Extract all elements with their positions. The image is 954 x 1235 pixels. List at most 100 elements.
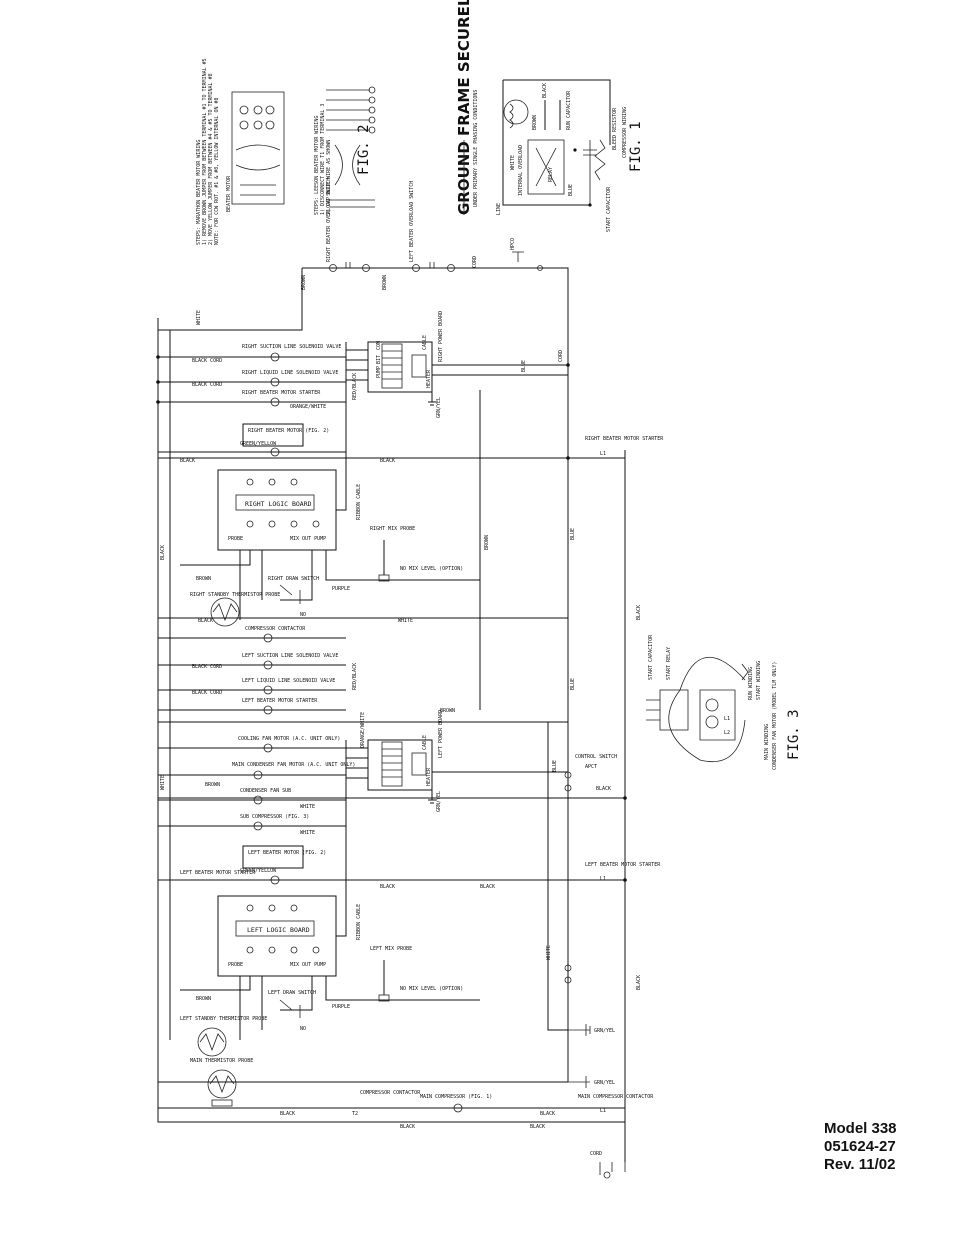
fig3: START CAPACITOR START RELAY RUN WINDING … bbox=[646, 634, 802, 770]
right-liquid-valve-label: RIGHT LIQUID LINE SOLENOID VALVE bbox=[242, 370, 338, 376]
grnyel-right-label: GRN/YEL bbox=[436, 397, 442, 418]
left-black-cord-2: BLACK CORD bbox=[192, 690, 222, 696]
fig1-brown: BROWN bbox=[532, 115, 538, 130]
left-power-board-label: LEFT POWER BOARD bbox=[438, 710, 444, 758]
grnyel-left-label: GRN/YEL bbox=[436, 791, 442, 812]
white-blue-1: WHITE bbox=[300, 804, 315, 810]
fig3-l2: L2 bbox=[724, 730, 730, 736]
right-black-cord-2: BLACK CORD bbox=[192, 382, 222, 388]
cord-bottom-label: CORD bbox=[590, 1151, 602, 1157]
brown-label-top: BROWN bbox=[301, 275, 307, 290]
left-no-label: NO bbox=[300, 1026, 306, 1032]
fig1-internal-overload: INTERNAL OVERLOAD bbox=[518, 145, 524, 196]
right-beater-starter-label: RIGHT BEATER MOTOR STARTER bbox=[242, 390, 321, 396]
left-purple: PURPLE bbox=[332, 1004, 350, 1010]
cord-label-top: CORD bbox=[472, 256, 478, 268]
fig2-note: NOTE: FOR CCW ROT. #1 & #8, YELLOW INTER… bbox=[214, 97, 220, 245]
right-green-yellow: GREEN/YELLOW bbox=[240, 441, 277, 447]
fig2-notes: STEPS: MARATHON BEATER MOTOR WIRING 1) R… bbox=[196, 58, 376, 245]
main-compressor-label: MAIN COMPRESSOR (FIG. 1) bbox=[420, 1094, 492, 1100]
left-suction-valve-label: LEFT SUCTION LINE SOLENOID VALVE bbox=[242, 653, 338, 659]
main-contactor-label: MAIN COMPRESSOR CONTACTOR bbox=[578, 1094, 654, 1100]
right-mix-probe: RIGHT MIX PROBE bbox=[370, 526, 415, 532]
blue-vertical-right: BLUE bbox=[570, 528, 576, 540]
drawing-number: 051624-27 bbox=[824, 1138, 896, 1155]
black-880: BLACK bbox=[380, 884, 395, 890]
brown-left-label: BROWN bbox=[440, 708, 455, 714]
fig3-run-winding: RUN WINDING bbox=[748, 667, 754, 700]
right-purple: PURPLE bbox=[332, 586, 350, 592]
right-ribbon-cable: RIBBON CABLE bbox=[356, 484, 362, 520]
fig2-steps-title: STEPS: MARATHON BEATER MOTOR WIRING bbox=[196, 140, 202, 245]
black-vertical-left: BLACK bbox=[160, 545, 166, 560]
white-top-label: WHITE bbox=[196, 310, 202, 325]
black-vertical-right-2: BLACK bbox=[636, 975, 642, 990]
fig2-step2: 2) MOVE YELLOW JUMPER FROM BETWEEN #4 & … bbox=[208, 73, 214, 245]
left-heater-label: HEATER bbox=[426, 767, 432, 786]
brown-left-logic: BROWN bbox=[196, 996, 211, 1002]
fig3-main-winding: MAIN WINDING bbox=[764, 724, 770, 760]
brown-fan: BROWN bbox=[205, 782, 220, 788]
fig1-line: LINE bbox=[496, 203, 502, 215]
ground-frame-title: GROUND FRAME SECURELY bbox=[455, 0, 473, 215]
left-overload-label: LEFT BEATER OVERLOAD SWITCH bbox=[409, 181, 415, 262]
white-blue-2: WHITE bbox=[300, 830, 315, 836]
fig3-condenser-fan: CONDENSER FAN MOTOR (MODEL TLM ONLY) bbox=[772, 662, 778, 770]
t2-label: T2 bbox=[352, 1111, 358, 1117]
black-1122: BLACK bbox=[400, 1124, 415, 1130]
left-logic-board: LEFT LOGIC BOARD MIX OUT PUMP PROBE RIBB… bbox=[158, 722, 568, 1107]
fig1-run-capacitor: RUN CAPACITOR bbox=[566, 90, 572, 130]
right-pump-label: PUMP bbox=[376, 366, 382, 378]
right-beater-starter-right-label: RIGHT BEATER MOTOR STARTER bbox=[585, 436, 664, 442]
right-logic-board: RIGHT LOGIC BOARD MIX OUT PUMP PROBE RIB… bbox=[180, 342, 490, 710]
left-draw-switch: LEFT DRAW SWITCH bbox=[268, 990, 316, 996]
left-red-black: RED/BLACK bbox=[352, 663, 358, 690]
fig2-leeson2: 2) CAP BLUE WIRE AS SHOWN bbox=[326, 140, 332, 215]
right-beater-motor-label: RIGHT BEATER MOTOR (FIG. 2) bbox=[248, 428, 329, 434]
left-black-cord-1: BLACK CORD bbox=[192, 664, 222, 670]
sub-condenser-fan-label: CONDENSER FAN SUB bbox=[240, 788, 291, 794]
left-mix-out-pump: MIX OUT PUMP bbox=[290, 962, 326, 968]
left-ribbon-cable: RIBBON CABLE bbox=[356, 904, 362, 940]
white-vertical-left-2: WHITE bbox=[160, 775, 166, 790]
fig1-title: FIG. 1 bbox=[628, 121, 644, 172]
right-black-cord-1: BLACK CORD bbox=[192, 358, 222, 364]
left-coils: COMPRESSOR CONTACTOR WHITE LEFT SUCTION … bbox=[158, 617, 568, 723]
black-880-2: BLACK bbox=[480, 884, 495, 890]
left-beater-starter-right-label: LEFT BEATER MOTOR STARTER bbox=[585, 862, 661, 868]
main-compressor: MAIN COMPRESSOR (FIG. 1) COMPRESSOR CONT… bbox=[280, 1090, 654, 1179]
compressor-contactor-label: COMPRESSOR CONTACTOR bbox=[245, 626, 306, 632]
left-starter-l1: L1 bbox=[600, 876, 606, 882]
control-switch: CONTROL SWITCH APCT BLACK GRN/YEL GRN/YE… bbox=[160, 363, 642, 1088]
blue-vertical-right-2: BLUE bbox=[570, 678, 576, 690]
right-draw-switch: RIGHT DRAW SWITCH bbox=[268, 576, 319, 582]
right-orange-white: ORANGE/WHITE bbox=[290, 404, 326, 410]
black-1122-2: BLACK bbox=[530, 1124, 545, 1130]
fig2-beater-motor-label: BEATER MOTOR bbox=[226, 175, 232, 212]
black-label-458: BLACK bbox=[180, 458, 195, 464]
brown-right-logic: BROWN bbox=[196, 576, 211, 582]
right-no-label: NO bbox=[300, 612, 306, 618]
right-power-board-label: RIGHT POWER BOARD bbox=[438, 311, 444, 362]
left-logic-board-label: LEFT LOGIC BOARD bbox=[247, 926, 310, 934]
white-618: WHITE bbox=[398, 618, 413, 624]
black-1108-2: BLACK bbox=[280, 1111, 295, 1117]
right-overload-label: RIGHT BEATER OVERLOAD SWITCH bbox=[326, 178, 332, 262]
right-suction-valve-label: RIGHT SUCTION LINE SOLENOID VALVE bbox=[242, 344, 341, 350]
blue-left-label: BLUE bbox=[552, 760, 558, 772]
right-heater-label: HEATER bbox=[426, 369, 432, 388]
fig1-bleed-resistor: BLEED RESISTOR bbox=[612, 107, 618, 150]
fig2-leeson-title: STEPS: LEESON BEATER MOTOR WIRING bbox=[314, 116, 320, 215]
right-red-black: RED/BLACK bbox=[352, 373, 358, 400]
left-beater-starter-label: LEFT BEATER MOTOR STARTER bbox=[242, 698, 318, 704]
black-right-thermistor: BLACK bbox=[198, 618, 213, 624]
model-info: Model 338 051624-27 Rev. 11/02 bbox=[824, 1120, 944, 1174]
left-beater-starter-left: LEFT BEATER MOTOR STARTER bbox=[180, 870, 256, 876]
model-number: Model 338 bbox=[824, 1120, 897, 1137]
fig1-relay: RELAY bbox=[548, 167, 554, 182]
rails bbox=[157, 318, 626, 1162]
cooling-fan-label: COOLING FAN MOTOR (A.C. UNIT ONLY) bbox=[238, 736, 340, 742]
right-probe-label: PROBE bbox=[228, 536, 243, 542]
fig1-blue: BLUE bbox=[568, 184, 574, 196]
